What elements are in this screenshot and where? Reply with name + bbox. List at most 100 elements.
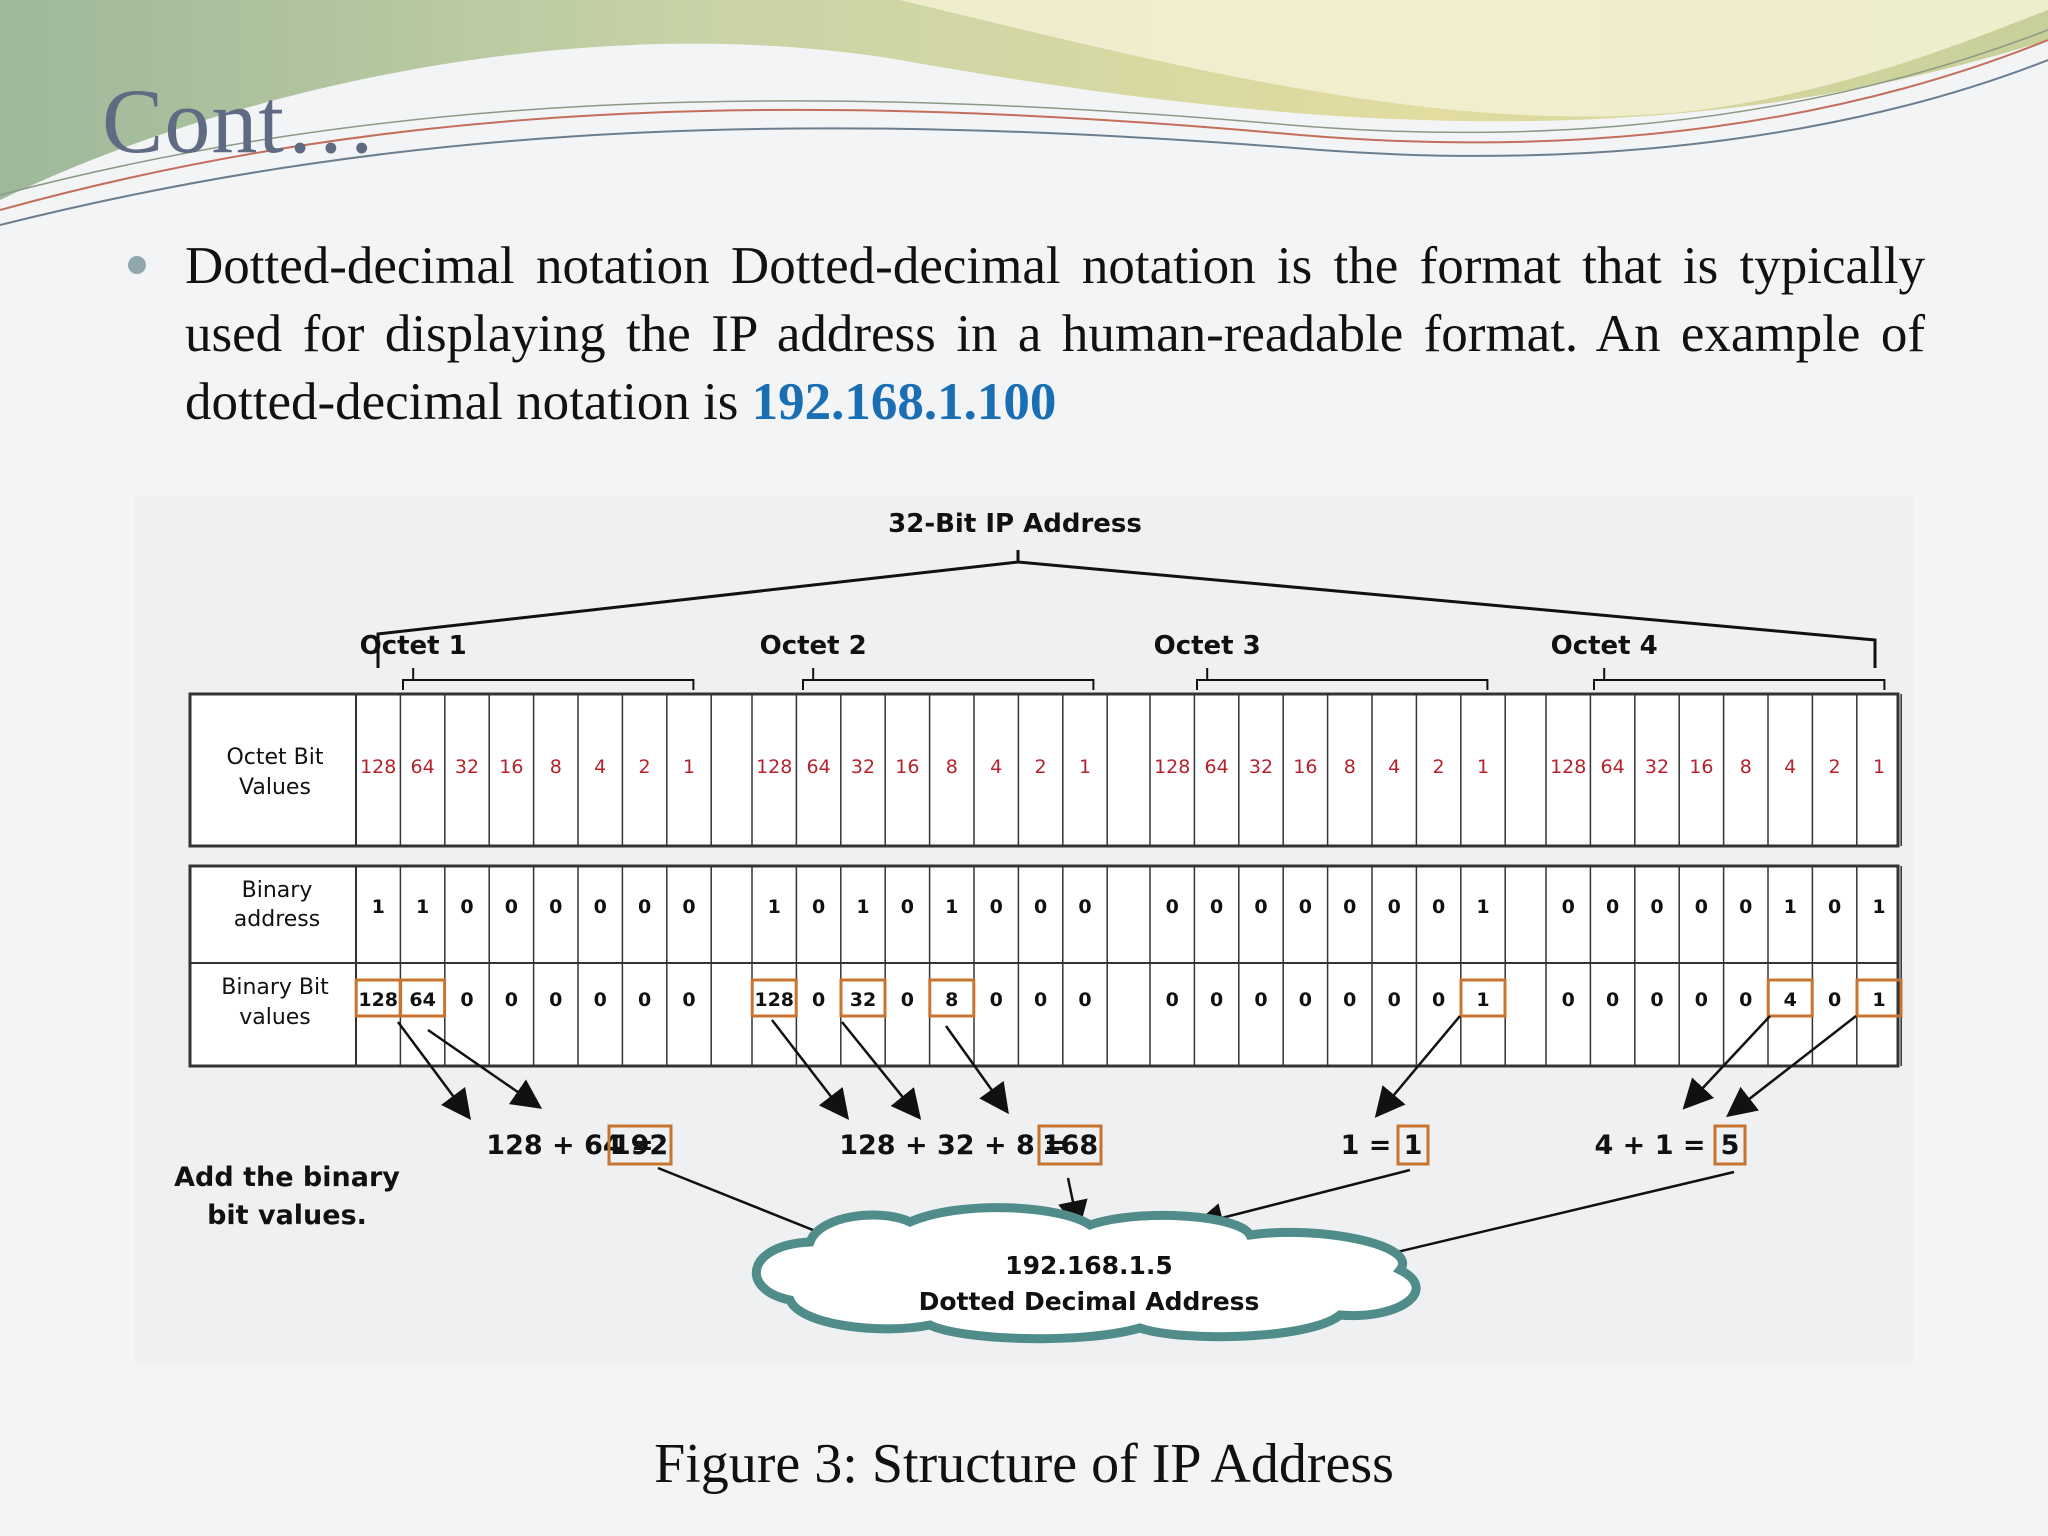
row-label-binary-address-line1: Binary xyxy=(242,878,313,903)
binary-digit-o4-b1: 0 xyxy=(1606,896,1619,918)
highlight-box-o3-b7 xyxy=(1459,978,1507,1018)
sum-expression-2: 128 + 32 + 8 = xyxy=(839,1130,1067,1161)
bit-value-o2-b0: 128 xyxy=(756,756,792,778)
row-label-binary-address-line2: address xyxy=(234,907,320,932)
binary-digit-o3-b2: 0 xyxy=(1254,896,1267,918)
binary-digit-o1-b5: 0 xyxy=(594,896,607,918)
binary-digit-o2-b2: 1 xyxy=(856,896,869,918)
bit-value-o4-b7: 1 xyxy=(1873,756,1885,778)
bit-value-o1-b7: 1 xyxy=(683,756,695,778)
octet-label-4: Octet 4 xyxy=(1551,631,1658,661)
bit-value-o3-b2: 32 xyxy=(1249,756,1273,778)
sum-expression-3: 1 = xyxy=(1341,1130,1392,1161)
binary-bit-value-o1-b3: 0 xyxy=(505,989,518,1011)
binary-digit-o4-b4: 0 xyxy=(1739,896,1752,918)
octet-bracket-1 xyxy=(402,668,695,690)
binary-bit-value-o3-b5: 0 xyxy=(1388,989,1401,1011)
bit-value-o4-b5: 4 xyxy=(1784,756,1796,778)
highlight-box-o4-b5 xyxy=(1766,978,1814,1018)
bit-value-o2-b3: 16 xyxy=(895,756,919,778)
binary-bit-value-o4-b1: 0 xyxy=(1606,989,1619,1011)
binary-bit-value-o2-b5: 0 xyxy=(990,989,1003,1011)
sum-expression-4: 4 + 1 = xyxy=(1594,1130,1705,1161)
binary-bit-value-o1-b1: 64 xyxy=(409,989,435,1011)
binary-bit-value-o3-b3: 0 xyxy=(1299,989,1312,1011)
sum-result-box-4 xyxy=(1713,1124,1747,1166)
binary-bit-value-o3-b6: 0 xyxy=(1432,989,1445,1011)
binary-digit-o3-b5: 0 xyxy=(1388,896,1401,918)
cloud-shape xyxy=(751,1203,1421,1344)
flow-arrow-2 xyxy=(427,1028,543,1109)
bit-value-o1-b3: 16 xyxy=(499,756,523,778)
sum-result-box-3 xyxy=(1396,1124,1430,1166)
slide-title: Cont… xyxy=(102,70,378,172)
bit-value-o3-b1: 64 xyxy=(1205,756,1229,778)
binary-bit-value-o1-b5: 0 xyxy=(594,989,607,1011)
binary-bit-value-o4-b4: 0 xyxy=(1739,989,1752,1011)
binary-bit-value-o4-b0: 0 xyxy=(1562,989,1575,1011)
bit-value-o2-b1: 64 xyxy=(807,756,831,778)
bit-value-o3-b4: 8 xyxy=(1344,756,1356,778)
bit-value-o4-b1: 64 xyxy=(1601,756,1625,778)
binary-bit-value-o1-b4: 0 xyxy=(549,989,562,1011)
octet-bracket-3 xyxy=(1196,668,1489,690)
binary-digit-o2-b4: 1 xyxy=(945,896,958,918)
row-label-binary-bit-values-line1: Binary Bit xyxy=(221,975,329,1000)
sum-result-box-1 xyxy=(607,1124,673,1166)
binary-digit-o1-b1: 1 xyxy=(416,896,429,918)
binary-digit-o3-b6: 0 xyxy=(1432,896,1445,918)
bit-value-o2-b5: 4 xyxy=(990,756,1002,778)
example-ip-address: 192.168.1.100 xyxy=(751,373,1057,431)
binary-digit-o4-b3: 0 xyxy=(1695,896,1708,918)
binary-bit-value-o2-b4: 8 xyxy=(945,989,958,1011)
bullet-paragraph: Dotted-decimal notation Dotted-decimal n… xyxy=(185,232,1925,436)
binary-digit-o2-b5: 0 xyxy=(990,896,1003,918)
figure-caption: Figure 3: Structure of IP Address xyxy=(654,1433,1394,1495)
flow-arrow-11 xyxy=(1193,1168,1411,1233)
cloud-address: 192.168.1.5 xyxy=(1005,1251,1173,1280)
binary-digit-o1-b7: 0 xyxy=(682,896,695,918)
bit-value-o1-b2: 32 xyxy=(455,756,479,778)
flow-arrow-4 xyxy=(841,1021,922,1120)
octet-label-1: Octet 1 xyxy=(360,631,467,661)
binary-digit-o2-b3: 0 xyxy=(901,896,914,918)
bullet-text: Dotted-decimal notation Dotted-decimal n… xyxy=(185,237,1925,431)
binary-bit-value-o2-b6: 0 xyxy=(1034,989,1047,1011)
highlight-box-o2-b0 xyxy=(750,978,798,1018)
octet-label-2: Octet 2 xyxy=(760,631,867,661)
binary-digit-o3-b3: 0 xyxy=(1299,896,1312,918)
flow-arrow-3 xyxy=(771,1019,850,1120)
bracket-32-bit xyxy=(376,550,1877,668)
binary-bit-value-o4-b2: 0 xyxy=(1650,989,1663,1011)
highlight-box-o2-b2 xyxy=(839,978,887,1018)
bit-value-o1-b0: 128 xyxy=(360,756,396,778)
binary-bit-value-o1-b2: 0 xyxy=(460,989,473,1011)
binary-digit-o4-b0: 0 xyxy=(1562,896,1575,918)
flow-arrow-1 xyxy=(396,1021,471,1121)
binary-bit-value-o4-b7: 1 xyxy=(1872,989,1885,1011)
binary-bit-value-o2-b2: 32 xyxy=(850,989,876,1011)
flow-arrow-5 xyxy=(944,1025,1009,1115)
bit-value-o2-b2: 32 xyxy=(851,756,875,778)
cloud-label: Dotted Decimal Address xyxy=(919,1287,1260,1316)
bit-value-o1-b1: 64 xyxy=(411,756,435,778)
bit-value-o3-b6: 2 xyxy=(1433,756,1445,778)
binary-digit-o4-b2: 0 xyxy=(1650,896,1663,918)
binary-digit-o1-b6: 0 xyxy=(638,896,651,918)
binary-digit-o4-b6: 0 xyxy=(1828,896,1841,918)
binary-digit-o3-b1: 0 xyxy=(1210,896,1223,918)
bit-value-o4-b2: 32 xyxy=(1645,756,1669,778)
bit-value-o3-b0: 128 xyxy=(1154,756,1190,778)
label-32-bit-ip-address: 32-Bit IP Address xyxy=(888,509,1142,539)
binary-digit-o2-b1: 0 xyxy=(812,896,825,918)
binary-bit-value-o4-b6: 0 xyxy=(1828,989,1841,1011)
sum-result-3: 1 xyxy=(1404,1130,1423,1161)
binary-bit-value-o3-b0: 0 xyxy=(1166,989,1179,1011)
binary-digit-o1-b2: 0 xyxy=(460,896,473,918)
highlight-box-o1-b1 xyxy=(399,978,447,1018)
sum-result-4: 5 xyxy=(1721,1130,1740,1161)
side-note-line1: Add the binary xyxy=(174,1162,400,1193)
bit-value-o4-b3: 16 xyxy=(1689,756,1713,778)
